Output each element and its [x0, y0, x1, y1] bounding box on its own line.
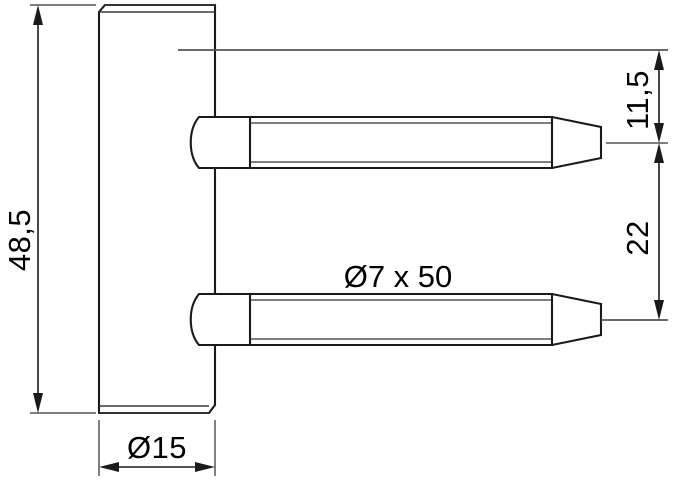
- arrow-head-left: [99, 462, 119, 472]
- pin-specification-label: Ø7 x 50: [344, 259, 453, 294]
- arrow-head-down: [33, 393, 43, 413]
- arrow-head-right: [195, 462, 215, 472]
- dimension-label-upper-offset: 11,5: [620, 70, 655, 130]
- dimension-11-5: 11,5: [606, 50, 668, 144]
- dimension-label-height: 48,5: [2, 209, 37, 271]
- center-lines: [178, 49, 668, 321]
- arrow-head-up: [654, 143, 664, 163]
- arrow-head-down: [654, 300, 664, 320]
- dimension-diameter-15: Ø15: [98, 420, 216, 476]
- dimension-48-5: 48,5: [2, 4, 96, 414]
- arrow-head-up: [33, 5, 43, 25]
- dimension-22: 22: [620, 143, 664, 320]
- arrow-head-up: [654, 50, 664, 70]
- lower-pin: [189, 292, 603, 347]
- dimension-label-plate-thickness: Ø15: [127, 430, 187, 465]
- arrow-head-down: [654, 123, 664, 143]
- upper-pin: [189, 115, 603, 170]
- hinge-plate-body: [97, 3, 217, 415]
- dimension-label-pin-spacing: 22: [620, 220, 655, 255]
